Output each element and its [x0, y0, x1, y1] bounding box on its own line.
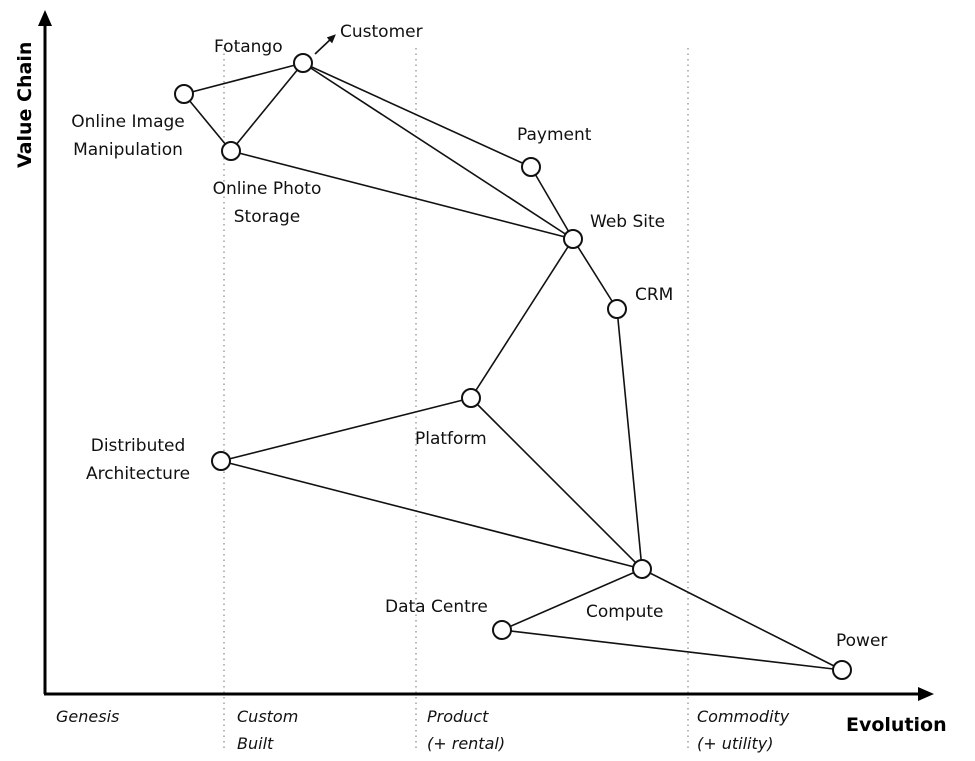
label-online-photo-storage: Online Photo [213, 179, 322, 199]
customer-arrow [314, 34, 336, 55]
link-fotango-to-web-site [302, 62, 574, 240]
y-axis-title: Value Chain [14, 42, 36, 168]
link-crm-to-compute [616, 308, 643, 570]
link-compute-to-power [641, 568, 843, 671]
node-payment[interactable] [521, 157, 541, 177]
link-platform-to-compute [470, 397, 643, 570]
label-power: Power [836, 631, 887, 651]
link-fotango-to-online-image-manipulation [183, 62, 304, 95]
axes: Value Chain Evolution [14, 10, 947, 736]
node-fotango[interactable] [293, 53, 313, 73]
stage-label-commodity-line2: (+ utility) [697, 734, 773, 753]
link-fotango-to-payment [302, 62, 532, 168]
node-platform[interactable] [461, 388, 481, 408]
label-compute: Compute [586, 602, 664, 622]
components [174, 53, 852, 680]
stage-label-product-line2: (+ rental) [427, 734, 505, 753]
label-online-image-manipulation-line2: Manipulation [73, 140, 183, 160]
customer-label: Customer [340, 22, 423, 42]
x-axis-title: Evolution [846, 714, 947, 736]
link-payment-to-web-site [530, 166, 574, 240]
node-compute[interactable] [632, 559, 652, 579]
label-online-image-manipulation: Online Image [71, 112, 184, 132]
evolution-stage-guides [223, 48, 689, 748]
stage-label-commodity: Commodity [697, 707, 790, 726]
y-axis-arrowhead [38, 10, 52, 26]
label-distributed-architecture: Distributed [91, 436, 186, 456]
link-platform-to-distributed-architecture [220, 397, 472, 462]
label-crm: CRM [635, 285, 673, 305]
node-data-centre[interactable] [492, 620, 512, 640]
stage-label-product: Product [427, 707, 489, 726]
label-online-photo-storage-line2: Storage [234, 207, 301, 227]
link-compute-to-data-centre [501, 568, 643, 631]
link-web-site-to-crm [572, 238, 618, 310]
link-web-site-to-platform [470, 238, 574, 399]
stage-label-custom-line2: Built [237, 734, 274, 753]
dependency-links [183, 62, 843, 671]
node-online-photo-storage[interactable] [221, 141, 241, 161]
stage-label-genesis: Genesis [56, 707, 119, 726]
label-data-centre: Data Centre [385, 597, 488, 617]
label-payment: Payment [517, 125, 592, 145]
link-online-image-manipulation-to-online-photo-storage [183, 93, 232, 152]
label-distributed-architecture-line2: Architecture [86, 464, 190, 484]
node-power[interactable] [832, 660, 852, 680]
link-fotango-to-online-photo-storage [230, 62, 304, 152]
node-online-image-manipulation[interactable] [174, 84, 194, 104]
label-web-site: Web Site [590, 212, 665, 232]
label-platform: Platform [415, 429, 487, 449]
link-distributed-architecture-to-compute [220, 460, 643, 570]
stage-label-custom: Custom [237, 707, 298, 726]
label-fotango: Fotango [214, 37, 283, 57]
node-crm[interactable] [607, 299, 627, 319]
link-online-photo-storage-to-web-site [230, 150, 574, 240]
node-distributed-architecture[interactable] [211, 451, 231, 471]
node-web-site[interactable] [563, 229, 583, 249]
link-data-centre-to-power [501, 629, 843, 671]
x-axis-arrowhead [918, 687, 934, 701]
